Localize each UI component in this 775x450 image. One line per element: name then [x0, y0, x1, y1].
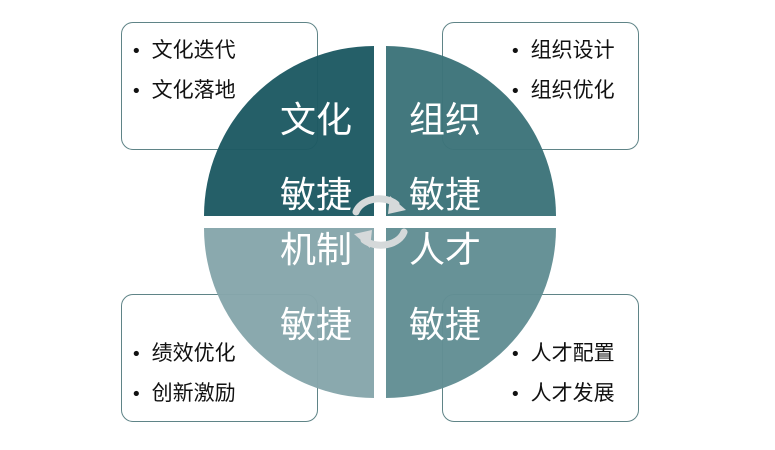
box-bottom-left-list: 绩效优化 创新激励	[131, 334, 236, 414]
quadrant-top-left-word2: 敏捷	[280, 175, 352, 216]
list-item: 文化落地	[131, 71, 236, 111]
quadrant-bottom-right-word2: 敏捷	[409, 305, 481, 346]
quadrant-top-left	[204, 46, 374, 216]
cycle-arrows-icon	[352, 195, 408, 249]
list-item: 人才配置	[510, 334, 615, 374]
quadrant-bottom-left	[204, 228, 374, 398]
list-item: 绩效优化	[131, 334, 236, 374]
cycle-arrow-bottom-head	[354, 230, 372, 248]
list-item: 组织优化	[510, 71, 615, 111]
quadrant-bottom-left-word1: 机制	[280, 230, 352, 271]
cycle-arrow-top-head	[388, 196, 406, 214]
quadrant-top-right-word2: 敏捷	[409, 175, 481, 216]
box-top-left-list: 文化迭代 文化落地	[131, 31, 236, 111]
list-item: 创新激励	[131, 374, 236, 414]
quadrant-bottom-left-word2: 敏捷	[280, 305, 352, 346]
list-item: 人才发展	[510, 374, 615, 414]
box-top-right-list: 组织设计 组织优化	[510, 31, 615, 111]
quadrant-bottom-right-word1: 人才	[409, 230, 481, 271]
list-item: 组织设计	[510, 31, 615, 71]
box-bottom-right-list: 人才配置 人才发展	[510, 334, 615, 414]
quadrant-bottom-right	[386, 228, 556, 398]
quadrant-top-right	[386, 46, 556, 216]
list-item: 文化迭代	[131, 31, 236, 71]
quadrant-top-left-word1: 文化	[280, 100, 352, 141]
quadrant-top-right-word1: 组织	[409, 100, 481, 141]
